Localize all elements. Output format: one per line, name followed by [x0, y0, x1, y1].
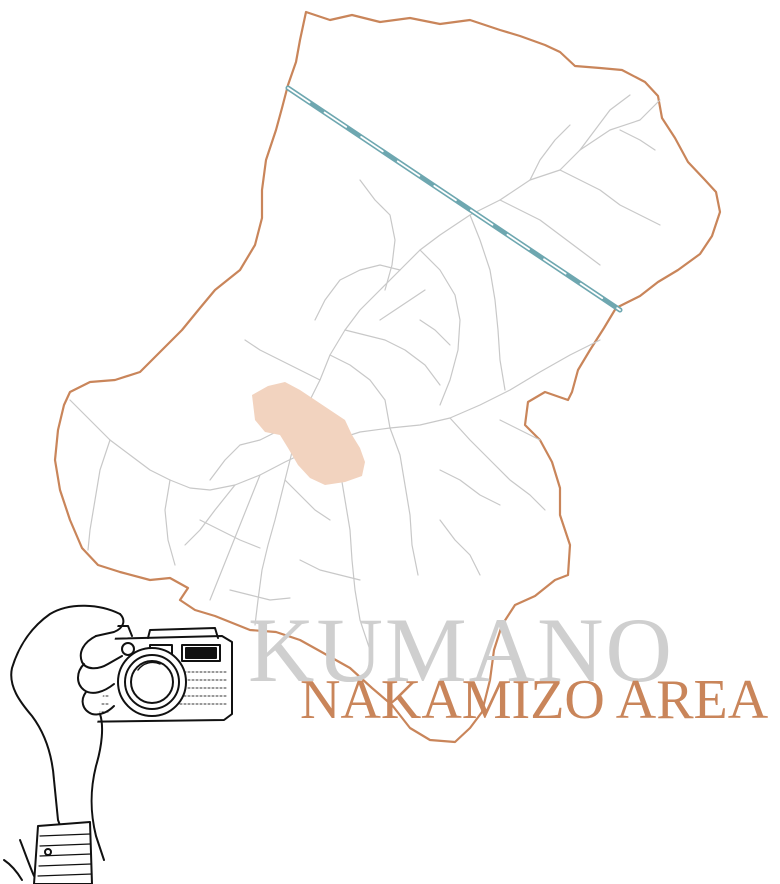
map-subtitle: NAKAMIZO AREA	[300, 669, 769, 731]
district-boundary	[53, 10, 722, 744]
hand-holding-camera-icon	[3, 604, 233, 884]
road-network	[69, 94, 661, 651]
highlighted-area	[252, 382, 365, 485]
railway-line	[285, 85, 623, 313]
map-title: KUMANO	[248, 599, 674, 701]
